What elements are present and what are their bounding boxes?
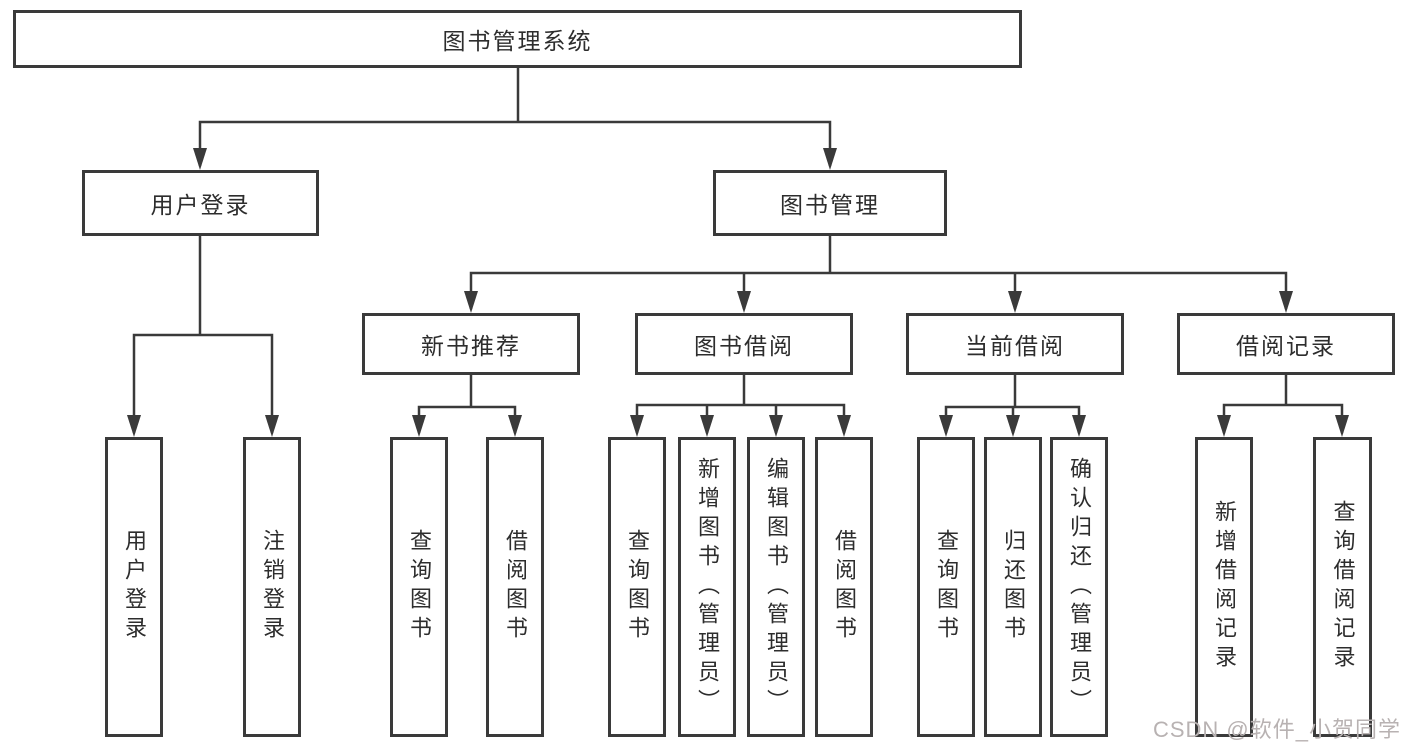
leaf-label: 新增借阅记录 (1212, 500, 1237, 674)
node-borrowing-records: 借阅记录 (1177, 313, 1395, 375)
node-leaf-logout: 注销登录 (243, 437, 301, 737)
node-leaf-edit-book-admin: 编辑图书（管理员） (747, 437, 805, 737)
leaf-label: 编辑图书（管理员） (764, 456, 789, 718)
node-user-login: 用户登录 (82, 170, 319, 236)
node-book-management: 图书管理 (713, 170, 947, 236)
leaf-label: 借阅图书 (503, 529, 528, 645)
node-leaf-user-login: 用户登录 (105, 437, 163, 737)
leaf-label: 借阅图书 (832, 529, 857, 645)
node-leaf-borrow-books-recommend: 借阅图书 (486, 437, 544, 737)
node-new-book-recommend: 新书推荐 (362, 313, 580, 375)
leaf-label: 用户登录 (122, 529, 147, 645)
node-root-library-system: 图书管理系统 (13, 10, 1022, 68)
node-leaf-add-borrow-record: 新增借阅记录 (1195, 437, 1253, 737)
node-current-borrowing: 当前借阅 (906, 313, 1124, 375)
node-leaf-return-book: 归还图书 (984, 437, 1042, 737)
node-leaf-query-books-borrow: 查询图书 (608, 437, 666, 737)
node-leaf-borrow-books-borrow: 借阅图书 (815, 437, 873, 737)
node-leaf-query-books-recommend: 查询图书 (390, 437, 448, 737)
csdn-watermark: CSDN @软件_小贺同学 (1152, 717, 1401, 742)
leaf-label: 归还图书 (1001, 529, 1026, 645)
leaf-label: 注销登录 (260, 529, 285, 645)
leaf-label: 查询借阅记录 (1330, 500, 1356, 674)
node-book-borrowing: 图书借阅 (635, 313, 853, 375)
leaf-label: 查询图书 (407, 529, 432, 645)
leaf-label: 查询图书 (625, 529, 650, 645)
tree-edges (132, 68, 1344, 433)
node-leaf-query-books-current: 查询图书 (917, 437, 975, 737)
leaf-label: 确认归还（管理员） (1067, 456, 1092, 718)
node-leaf-confirm-return-admin: 确认归还（管理员） (1050, 437, 1108, 737)
leaf-label: 新增图书（管理员） (695, 456, 720, 718)
leaf-label: 查询图书 (934, 529, 959, 645)
node-leaf-query-borrow-record: 查询借阅记录 (1313, 437, 1372, 737)
node-leaf-add-book-admin: 新增图书（管理员） (678, 437, 736, 737)
